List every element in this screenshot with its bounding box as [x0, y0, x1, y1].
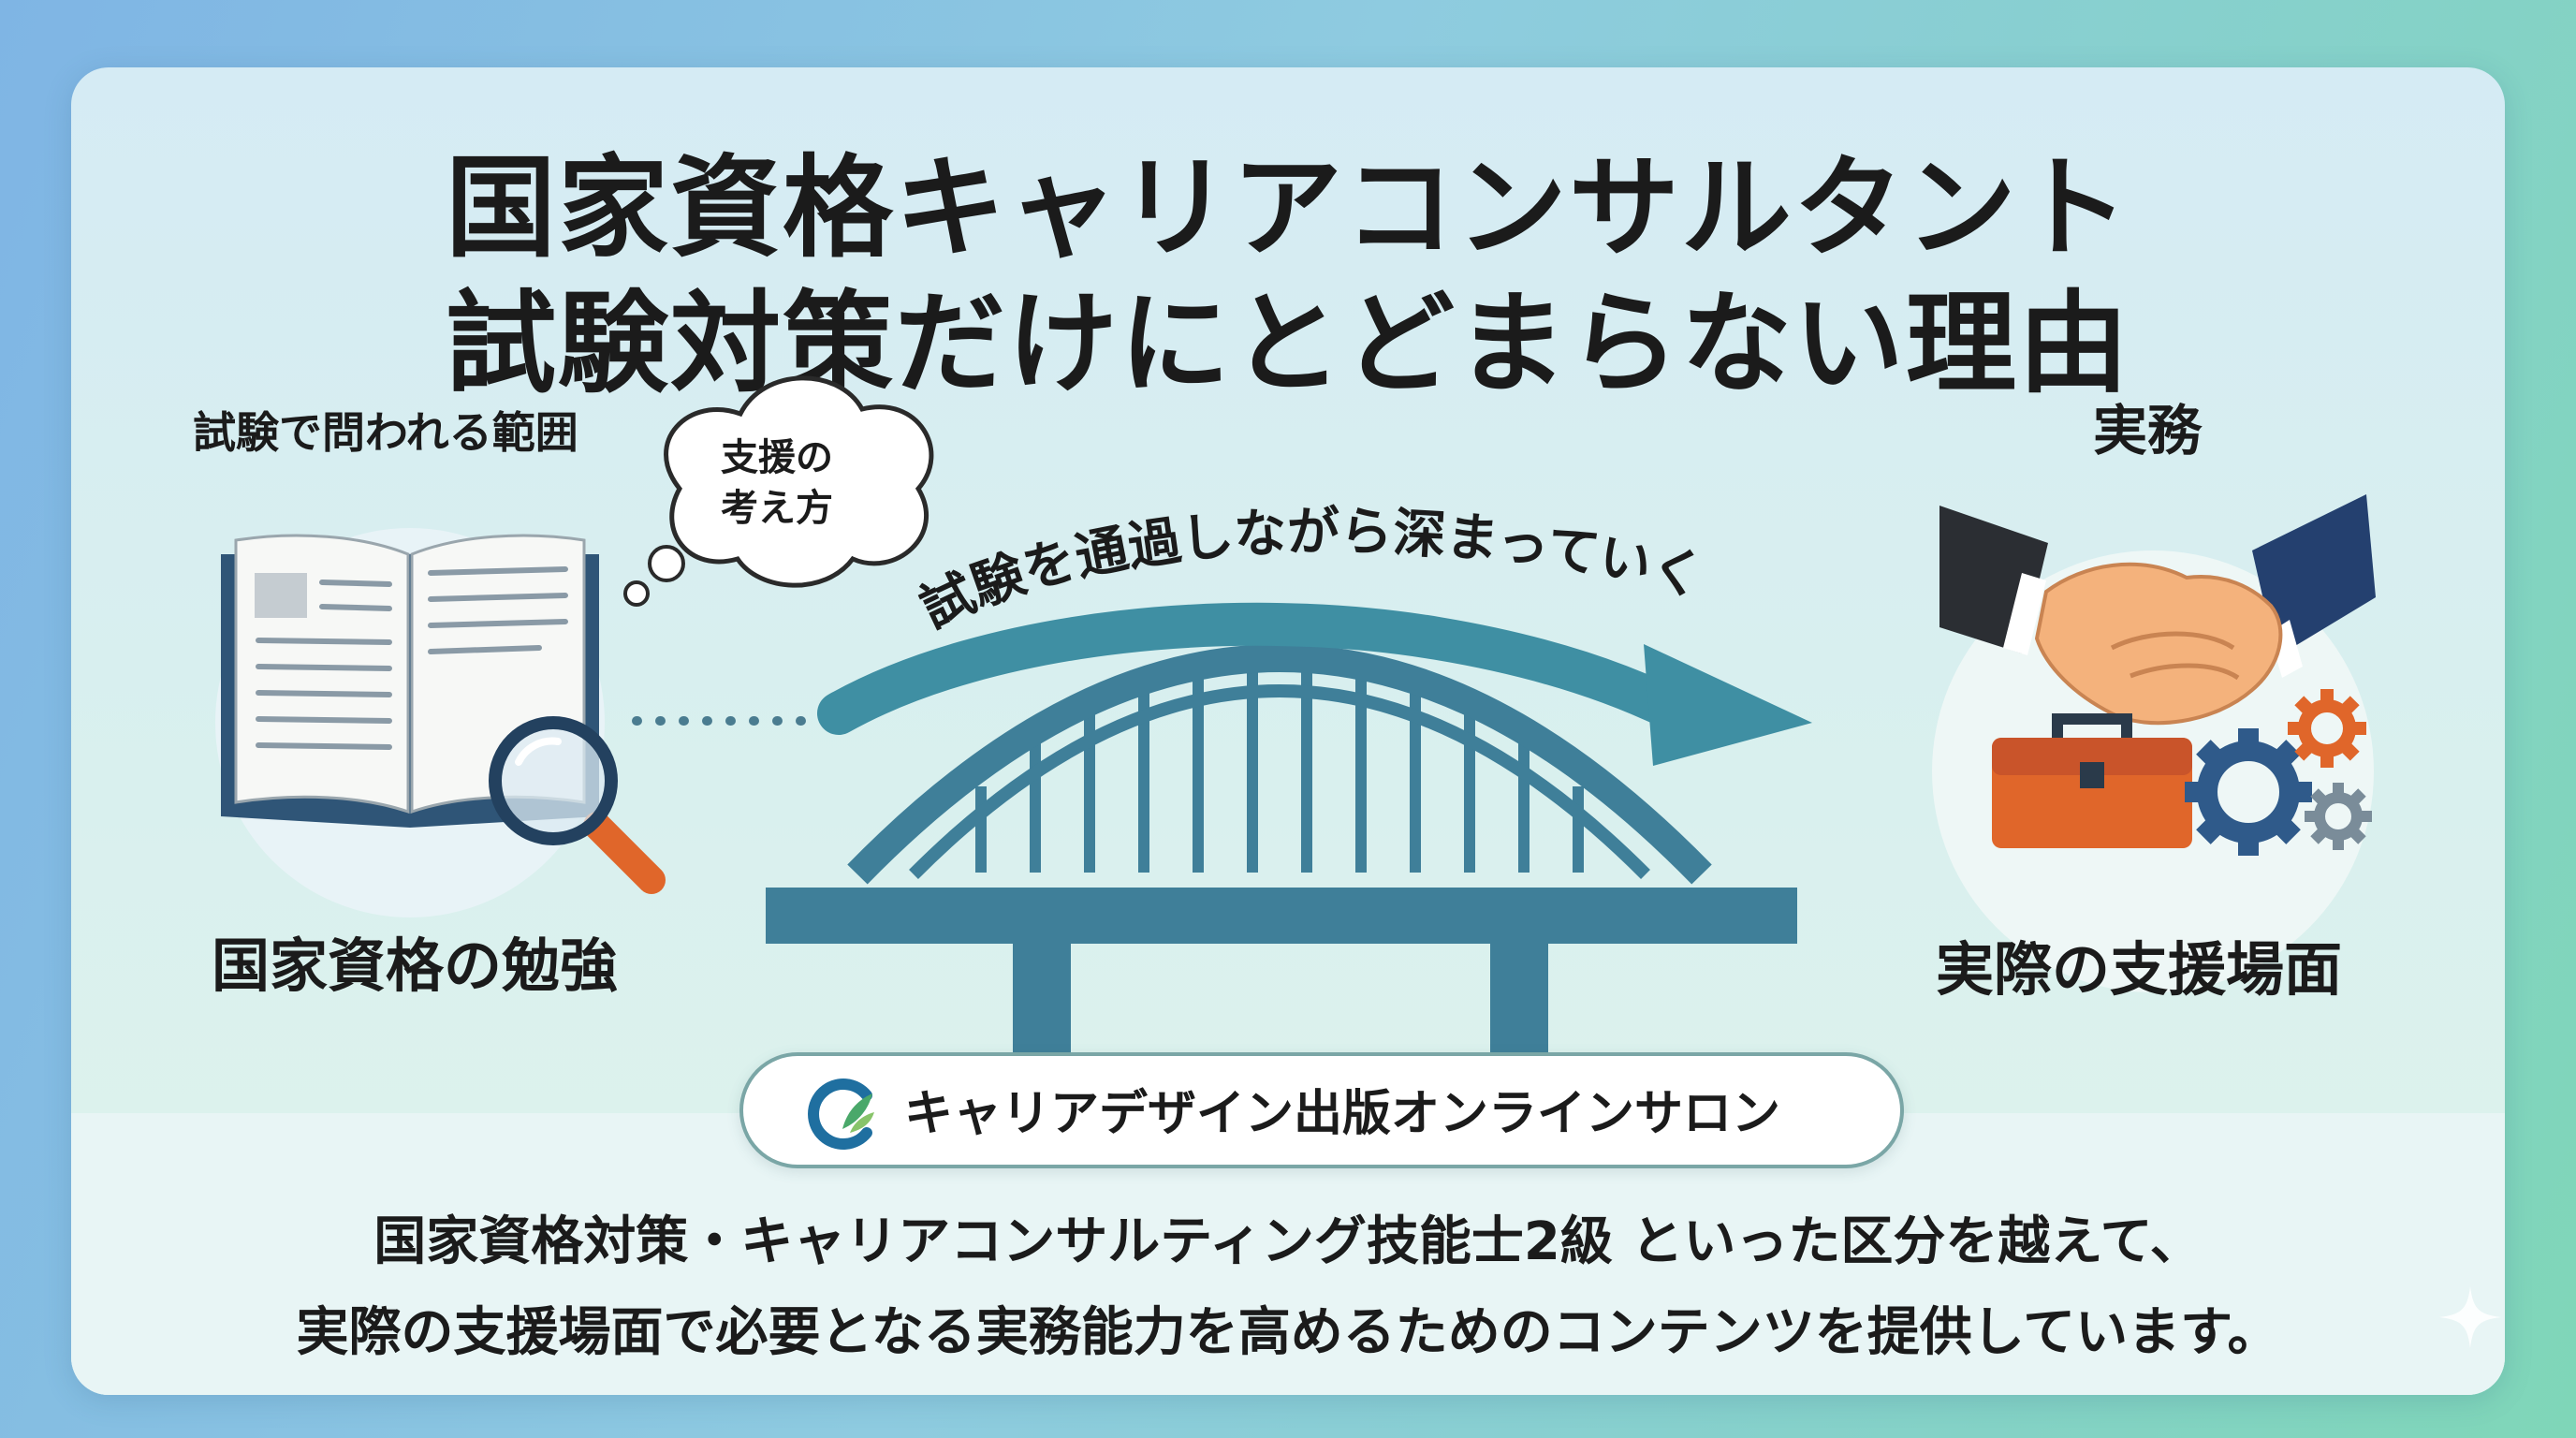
gears-icon: [2185, 689, 2372, 856]
title-line-1: 国家資格キャリアコンサルタント: [445, 143, 2130, 272]
thought-bubble: [623, 375, 934, 607]
brand-logo-icon: [808, 1078, 874, 1150]
left-top-label: 試験で問われる範囲: [193, 407, 578, 458]
main-card: 国家資格キャリアコンサルタント 試験対策だけにとどまらない理由: [71, 67, 2505, 1395]
handshake-icon: [1939, 494, 2376, 726]
sparkle-icon: [2439, 1286, 2501, 1348]
bubble-line-1: 支援の: [721, 436, 833, 479]
title-line-2: 試験対策だけにとどまらない理由: [445, 279, 2130, 408]
curved-arrow-icon: [817, 602, 1812, 766]
brand-pill: キャリアデザイン出版オンラインサロン: [739, 1052, 1904, 1168]
right-bottom-label: 実際の支援場面: [1936, 935, 2343, 1004]
bubble-line-2: 考え方: [721, 487, 833, 530]
left-bottom-label: 国家資格の勉強: [212, 932, 619, 1000]
toolbox-icon: [1992, 713, 2192, 848]
magnifying-glass-icon: [489, 716, 666, 894]
right-top-label: 実務: [2093, 399, 2203, 462]
brand-name: キャリアデザイン出版オンラインサロン: [904, 1086, 1781, 1142]
footer-line-2: 実際の支援場面で必要となる実務能力を高めるためのコンテンツを提供しています。: [296, 1302, 2280, 1363]
footer-line-1: 国家資格対策・キャリアコンサルティング技能士2級 といった区分を越えて、: [373, 1211, 2203, 1272]
illustration: 試験を通過しながら深まっていく: [215, 375, 2376, 1116]
open-book-icon: [221, 534, 599, 828]
